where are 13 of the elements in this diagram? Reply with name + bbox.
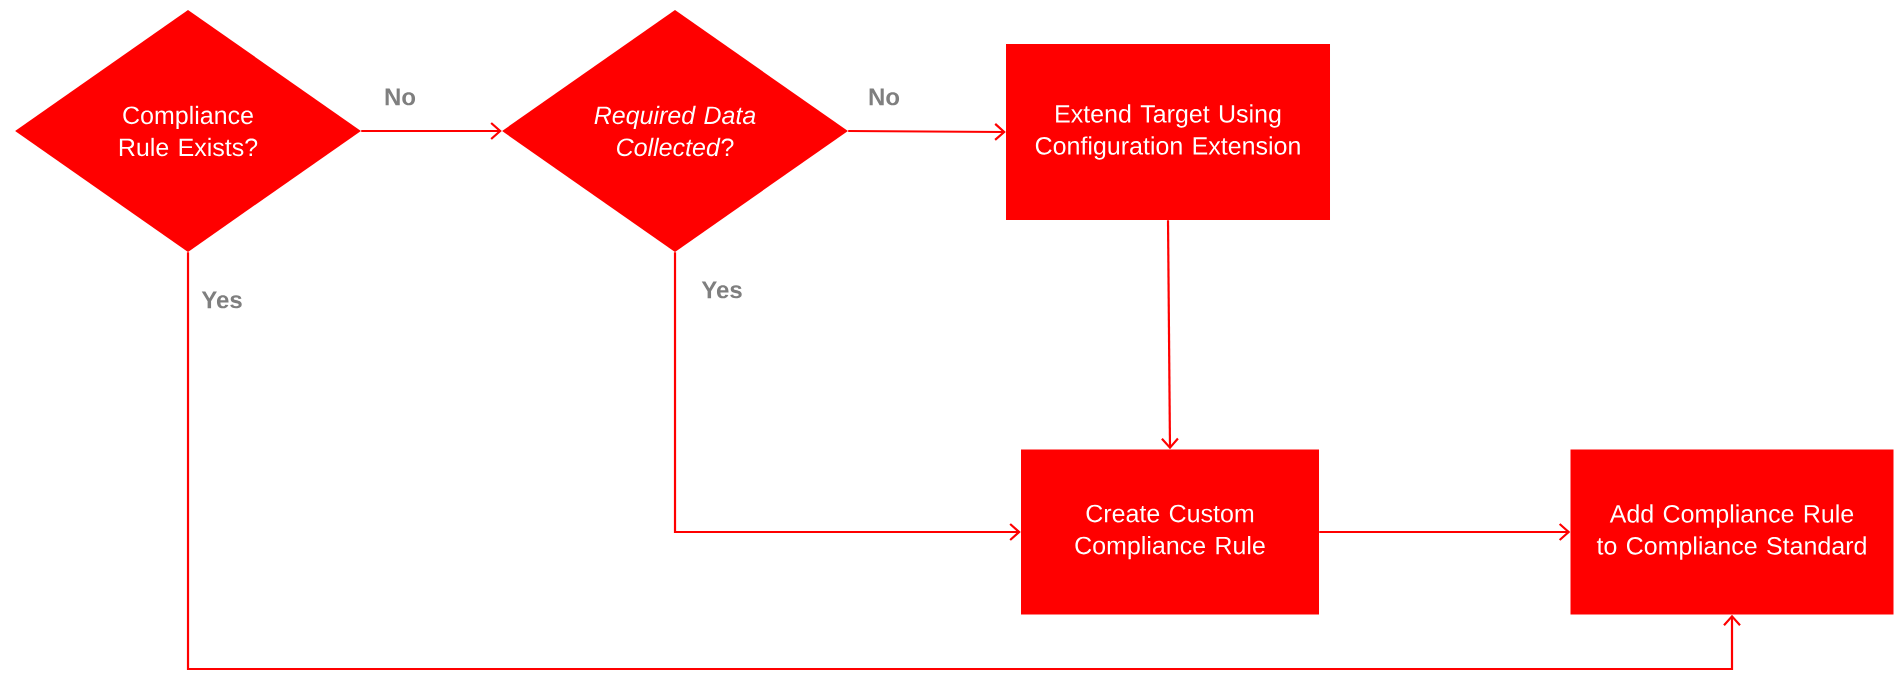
edge-label: No (869, 88, 900, 106)
process-box: Create Custom Compliance Rule (1021, 449, 1319, 615)
edge-label: No (385, 88, 416, 106)
arrow (848, 123, 1006, 141)
arrow (1161, 220, 1179, 450)
edge-label: Yes (201, 291, 242, 309)
process-box: Extend Target Using Configuration Extension (1006, 44, 1330, 220)
process-box: Add Compliance Rule to Compliance Standard (1570, 449, 1894, 615)
arrow (673, 252, 1021, 541)
edge-label: Yes (701, 281, 742, 299)
arrow (361, 122, 502, 140)
arrow (186, 252, 1741, 671)
arrow (1319, 523, 1571, 541)
